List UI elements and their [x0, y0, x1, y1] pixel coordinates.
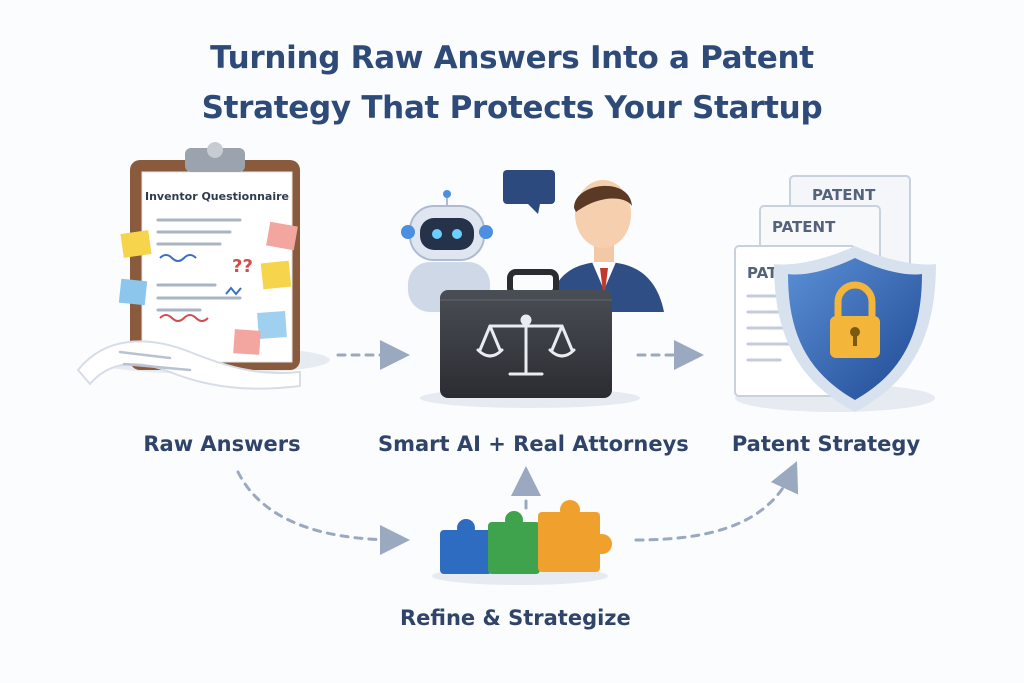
- patent-doc-label-2: PATENT: [772, 218, 836, 236]
- sticky-note-pink: [266, 222, 298, 250]
- arrow-refine-to-strategy: [636, 472, 792, 540]
- patent-doc-label-1: PATENT: [812, 186, 876, 204]
- puzzle-illustration: [432, 500, 612, 585]
- question-marks: ??: [232, 256, 253, 277]
- sticky-note-yellow: [120, 230, 151, 258]
- label-refine-strategize: Refine & Strategize: [400, 606, 630, 630]
- speech-bubble-icon: [503, 170, 555, 214]
- patent-shield-illustration: PATENT PATENT PAT: [735, 176, 936, 412]
- sticky-note-yellow-2: [261, 261, 292, 290]
- sticky-note-pink-2: [233, 329, 261, 355]
- label-smart-ai: Smart AI + Real Attorneys: [378, 432, 678, 456]
- questionnaire-title: Inventor Questionnaire: [145, 190, 289, 203]
- sticky-note-blue-2: [257, 311, 287, 339]
- clipboard-illustration: Inventor Questionnaire ??: [78, 142, 330, 389]
- label-patent-strategy: Patent Strategy: [716, 432, 936, 456]
- ai-attorney-illustration: [401, 170, 664, 408]
- arrow-raw-to-refine: [238, 472, 398, 540]
- sticky-note-blue: [119, 279, 147, 306]
- puzzle-piece-orange: [538, 500, 612, 572]
- patent-doc-label-3: PAT: [747, 264, 778, 282]
- label-raw-answers: Raw Answers: [122, 432, 322, 456]
